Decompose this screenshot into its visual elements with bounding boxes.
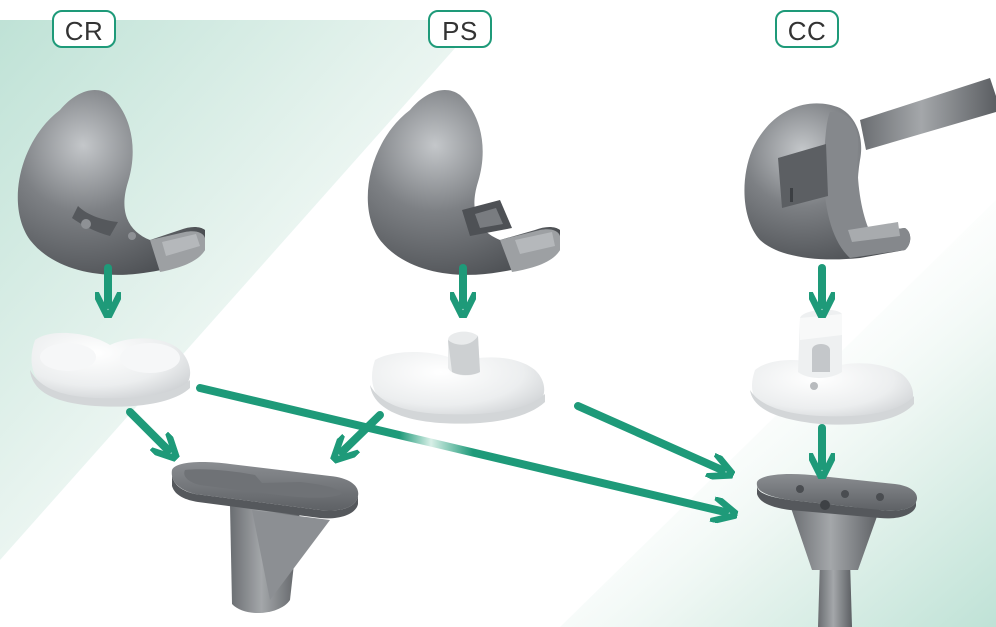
label-cr: CR	[52, 10, 116, 48]
cc-tibial-insert	[750, 310, 914, 425]
tibial-tray-left	[172, 462, 359, 613]
arrow-cr-to-tray-left	[130, 412, 168, 450]
arrow-ps-to-tray-right	[578, 406, 722, 470]
label-ps: PS	[428, 10, 492, 48]
cc-femoral-component	[744, 78, 996, 259]
cr-tibial-insert	[30, 333, 190, 407]
ps-femoral-component	[368, 90, 560, 275]
cr-femoral-component	[18, 90, 205, 275]
ps-tibial-insert	[370, 332, 545, 424]
label-cc: CC	[775, 10, 839, 48]
tibial-tray-right	[757, 474, 917, 627]
